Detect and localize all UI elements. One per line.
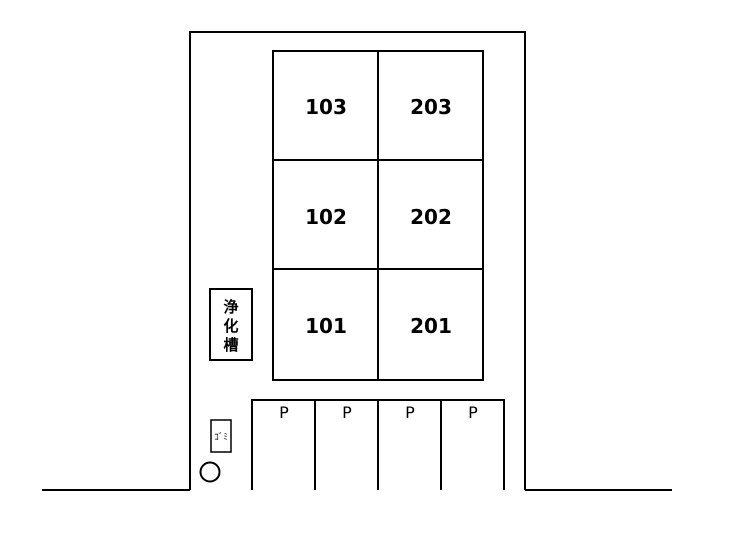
lot-boundary bbox=[189, 31, 526, 490]
unit-102-label: 102 bbox=[305, 205, 347, 229]
septic-tank-label-1: 浄 bbox=[223, 298, 238, 316]
unit-201-label: 201 bbox=[410, 314, 452, 338]
unit-103-label: 103 bbox=[305, 95, 347, 119]
parking-space-3-label: P bbox=[405, 403, 415, 422]
garbage-label: ｺﾞﾐ bbox=[214, 432, 228, 443]
parking-space-4-label: P bbox=[468, 403, 478, 422]
parking-area: P P P P bbox=[251, 399, 505, 490]
septic-tank-label-3: 槽 bbox=[223, 336, 238, 354]
unit-202-label: 202 bbox=[410, 205, 452, 229]
garbage-box bbox=[210, 419, 232, 453]
parking-space-2-label: P bbox=[342, 403, 352, 422]
septic-tank-box bbox=[209, 288, 253, 361]
unit-203-label: 203 bbox=[410, 95, 452, 119]
unit-101-label: 101 bbox=[305, 314, 347, 338]
septic-tank: 浄 化 槽 bbox=[209, 288, 253, 361]
garbage-area: ｺﾞﾐ bbox=[210, 419, 232, 453]
parking-space-1-label: P bbox=[279, 403, 289, 422]
building: 103 203 102 202 101 201 bbox=[272, 50, 484, 381]
circle-marker bbox=[199, 461, 221, 483]
septic-tank-label-2: 化 bbox=[223, 317, 238, 335]
